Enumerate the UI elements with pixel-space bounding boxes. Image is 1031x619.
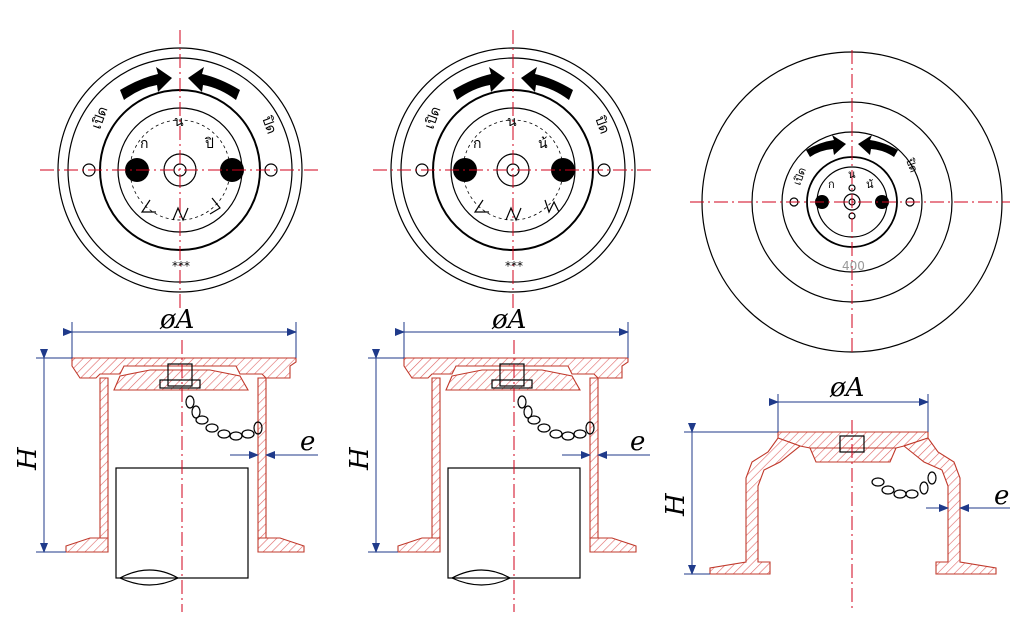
dimension-diameter: øA — [829, 373, 864, 403]
label-open-right: ปิด — [903, 156, 920, 175]
label-open-left: เปิด — [89, 105, 112, 132]
label-open-right: ปิด — [591, 113, 612, 136]
dimension-height: H — [345, 446, 375, 471]
model-badge: 400 — [842, 259, 865, 273]
glyph-b: น — [848, 168, 856, 181]
top-view-1: เปิด ปิด ก น ปิ *** — [40, 30, 320, 310]
glyph-a: ก — [140, 136, 148, 152]
glyph-b: น — [507, 114, 517, 130]
label-open-right: ปิด — [258, 113, 279, 136]
glyph-b: น — [174, 114, 184, 130]
glyph-a: ก — [473, 136, 481, 152]
dimension-height: H — [661, 492, 691, 517]
dimension-wall: e — [300, 427, 315, 457]
glyph-c: ปิ — [205, 136, 214, 152]
chain — [517, 395, 595, 441]
glyph-a: ก — [828, 178, 835, 191]
model-badge: *** — [172, 259, 190, 273]
dimension-wall: e — [994, 481, 1009, 511]
glyph-c: น้ — [866, 178, 874, 191]
section-view-2: øA H e — [345, 305, 650, 612]
dimension-wall: e — [630, 427, 645, 457]
glyph-c: น้ — [538, 136, 548, 152]
dimension-height: H — [13, 446, 43, 471]
section-view-3: øA H e — [661, 373, 1010, 612]
rotate-right-arrow-icon — [858, 135, 898, 157]
chain — [185, 395, 263, 441]
model-badge: *** — [505, 259, 523, 273]
rotate-left-arrow-icon — [453, 67, 505, 100]
chain — [871, 471, 937, 499]
dimension-diameter: øA — [159, 305, 194, 335]
rotate-right-arrow-icon — [188, 67, 240, 100]
lock-pin-right — [551, 158, 575, 182]
rotate-right-arrow-icon — [521, 67, 573, 100]
label-open-left: เปิด — [422, 105, 445, 132]
top-view-3: เปิด ปิด ก น น้ 400 — [690, 50, 1010, 353]
label-open-left: เปิด — [791, 166, 809, 187]
rotate-left-arrow-icon — [120, 67, 172, 100]
rotate-left-arrow-icon — [806, 135, 846, 157]
dimension-diameter: øA — [491, 305, 526, 335]
section-view-1: øA H e — [13, 305, 318, 612]
top-view-2: เปิด ปิด ก น น้ *** — [373, 30, 653, 310]
